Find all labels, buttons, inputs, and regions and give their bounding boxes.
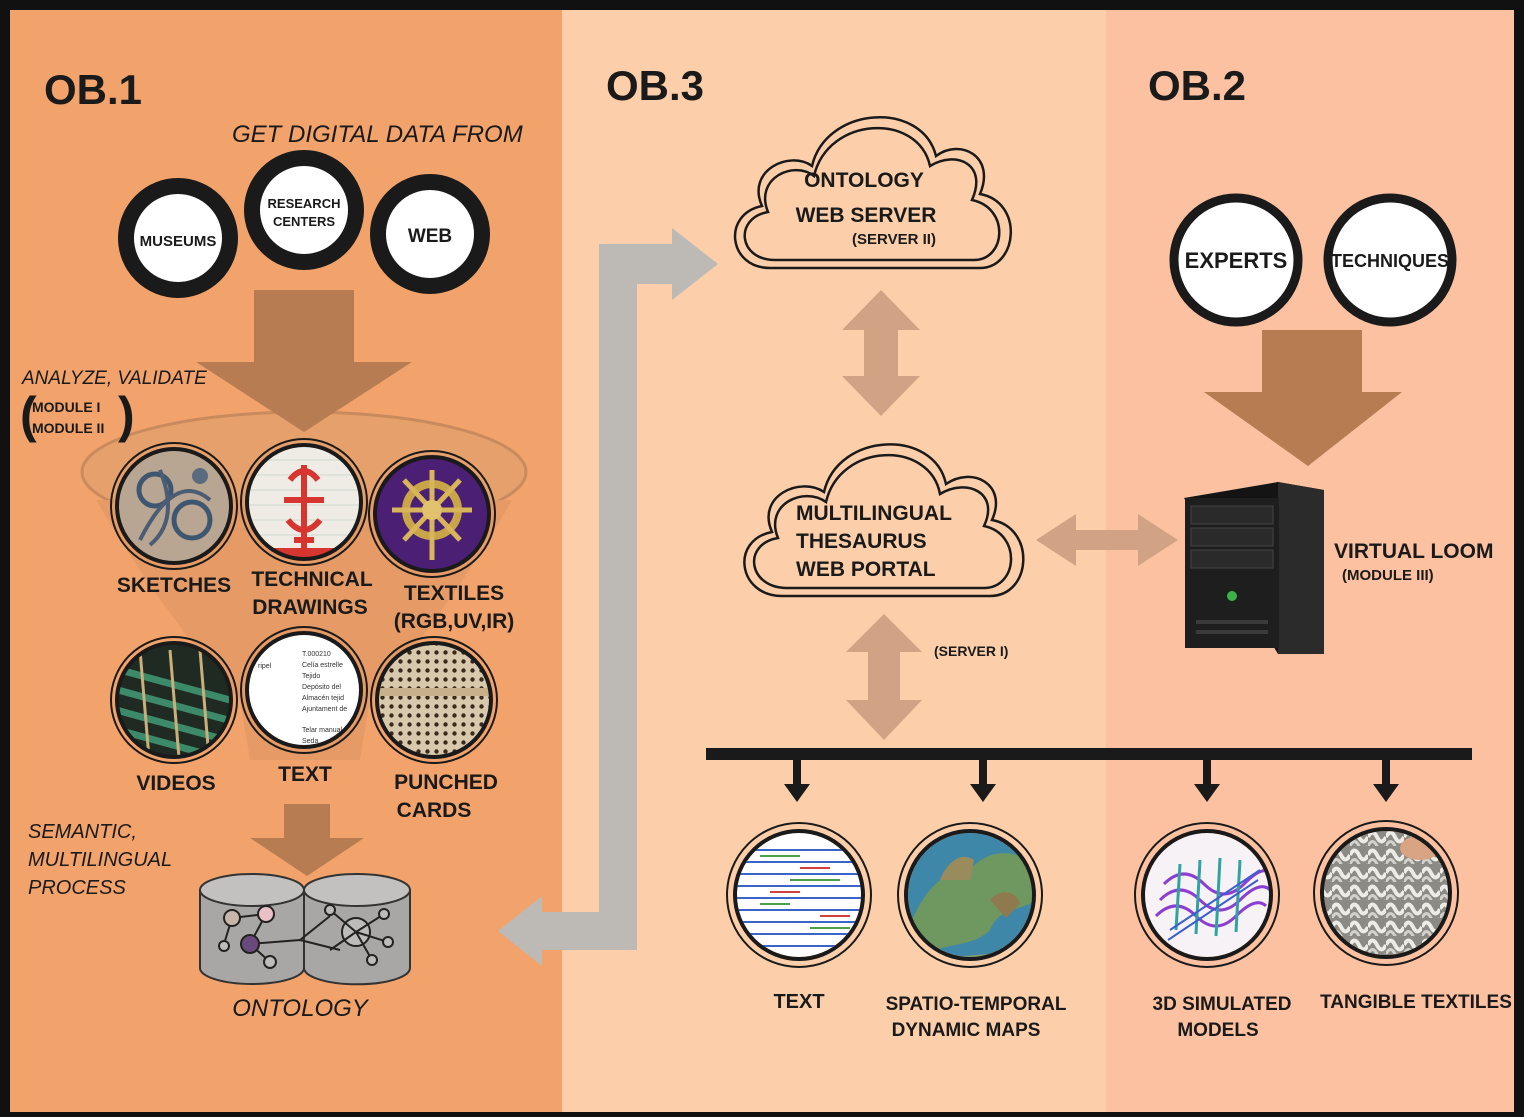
output-3d-models-thumbnail — [1134, 822, 1280, 968]
output-maps-label-1: SPATIO-TEMPORAL — [886, 994, 1067, 1015]
server2-line1: ONTOLOGY — [804, 169, 924, 192]
output-maps-label-2: DYNAMIC MAPS — [892, 1020, 1041, 1041]
output-3d-label-2: MODELS — [1177, 1020, 1258, 1041]
module-2-label: MODULE II — [32, 420, 104, 436]
server-link-arrow-bottom — [846, 614, 922, 740]
source-museums: MUSEUMS — [118, 178, 238, 298]
server-link-arrow-top — [842, 290, 920, 416]
textiles-label-1: TEXTILES — [404, 582, 504, 605]
module-bracket-close: ) — [118, 387, 135, 443]
svg-text:T.000210: T.000210 — [302, 651, 331, 658]
techniques-circle: TECHNIQUES — [1323, 193, 1457, 327]
textiles-thumbnail — [368, 450, 496, 578]
techniques-label: TECHNIQUES — [1331, 251, 1449, 271]
server1-note: (SERVER I) — [934, 643, 1008, 659]
portal-line-3: WEB PORTAL — [796, 558, 936, 581]
research-centers-line1: RESEARCH — [268, 196, 341, 211]
ontology-down-arrow — [250, 804, 364, 876]
get-data-caption: GET DIGITAL DATA FROM — [232, 121, 523, 148]
punched-cards-label-1: PUNCHED — [394, 771, 498, 794]
semantic-line-3: PROCESS — [28, 877, 126, 899]
ob1-heading: OB.1 — [44, 66, 142, 113]
videos-thumbnail — [110, 636, 238, 764]
semantic-line-2: MULTILINGUAL — [28, 849, 172, 871]
ontology-to-server-arrow — [498, 228, 718, 966]
ob3-heading: OB.3 — [606, 62, 704, 109]
experts-circle: EXPERTS — [1169, 193, 1303, 327]
ontology-database-icon — [199, 873, 411, 986]
module-bracket-open: ( — [20, 387, 37, 443]
technical-drawings-label-1: TECHNICAL — [251, 568, 372, 591]
svg-text:ripel: ripel — [258, 663, 272, 670]
svg-text:Ajuntament de: Ajuntament de — [302, 706, 347, 713]
research-centers-line2: CENTERS — [273, 214, 335, 229]
analyze-caption: ANALYZE, VALIDATE — [21, 368, 207, 389]
output-tangible-textiles-thumbnail — [1313, 820, 1459, 966]
output-distribution-bar — [706, 748, 1472, 802]
server2-line2: WEB SERVER — [796, 204, 937, 227]
portal-loom-arrow — [1036, 514, 1178, 566]
technical-drawings-thumbnail — [240, 438, 368, 566]
sketches-thumbnail — [110, 442, 238, 570]
portal-line-1: MULTILINGUAL — [796, 502, 952, 525]
ontology-web-server-cloud — [733, 116, 1012, 270]
text-label: TEXT — [278, 763, 332, 786]
videos-label: VIDEOS — [136, 772, 215, 795]
portal-line-2: THESAURUS — [796, 530, 927, 553]
source-web-label: WEB — [408, 226, 452, 247]
text-sample-thumbnail: ripel T.000210 Celía estrelle Tejido Dep… — [240, 626, 368, 754]
output-text-thumbnail — [726, 822, 872, 968]
virtual-loom-computer-icon — [1184, 482, 1324, 654]
sketches-label: SKETCHES — [117, 574, 231, 597]
svg-text:Tejido: Tejido — [302, 673, 320, 680]
svg-text:Depósito del: Depósito del — [302, 684, 341, 691]
semantic-line-1: SEMANTIC, — [28, 821, 137, 843]
server2-note: (SERVER II) — [852, 231, 936, 248]
experts-label: EXPERTS — [1185, 248, 1288, 273]
source-research-centers: RESEARCH CENTERS — [244, 150, 364, 270]
punched-cards-thumbnail — [370, 636, 498, 764]
svg-text:Telar manual: Telar manual — [302, 727, 343, 734]
output-text-label: TEXT — [773, 991, 824, 1013]
loom-module: (MODULE III) — [1342, 567, 1434, 584]
output-3d-label-1: 3D SIMULATED — [1153, 994, 1292, 1015]
ob1-down-arrow — [196, 290, 412, 432]
source-web: WEB — [370, 174, 490, 294]
svg-text:Celía estrelle: Celía estrelle — [302, 662, 343, 669]
ob2-down-arrow — [1204, 330, 1402, 466]
ob2-heading: OB.2 — [1148, 62, 1246, 109]
textiles-label-2: (RGB,UV,IR) — [394, 610, 515, 633]
punched-cards-label-2: CARDS — [397, 799, 472, 822]
output-maps-thumbnail — [897, 822, 1043, 968]
technical-drawings-label-2: DRAWINGS — [252, 596, 368, 619]
ontology-label: ONTOLOGY — [232, 995, 370, 1022]
output-tangible-label: TANGIBLE TEXTILES — [1320, 992, 1512, 1013]
thesaurus-portal-cloud — [743, 443, 1025, 598]
svg-text:Almacén tejid: Almacén tejid — [302, 695, 344, 702]
loom-title: VIRTUAL LOOM — [1334, 540, 1493, 563]
module-1-label: MODULE I — [32, 399, 100, 415]
svg-text:Seda: Seda — [302, 738, 318, 745]
source-museums-label: MUSEUMS — [140, 233, 217, 250]
